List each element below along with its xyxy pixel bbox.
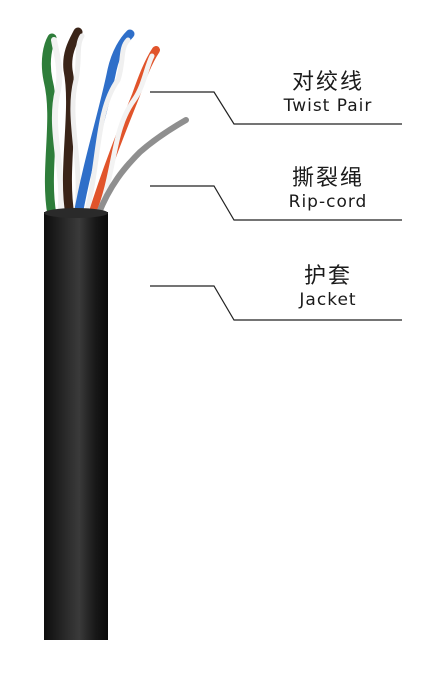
jacket-leader bbox=[150, 285, 402, 321]
orange-white-wire bbox=[95, 53, 155, 218]
blue-wire bbox=[73, 29, 135, 220]
jacket-en: Jacket bbox=[299, 290, 357, 310]
jacket bbox=[44, 208, 108, 640]
rip-cord-zh: 撕裂绳 bbox=[291, 166, 364, 191]
leader-lines bbox=[150, 91, 402, 321]
twist-pair-leader bbox=[150, 91, 402, 125]
rip-cord-en: Rip-cord bbox=[288, 192, 368, 212]
rip-cord-leader bbox=[150, 185, 402, 221]
jacket-zh: 护套 bbox=[303, 264, 352, 289]
twisted-pair-wires bbox=[41, 27, 189, 220]
twist-pair-zh: 对绞线 bbox=[291, 70, 364, 95]
green-white-wire bbox=[51, 37, 65, 218]
green-wire bbox=[41, 33, 57, 220]
rip-cord-label: 撕裂绳 Rip-cord bbox=[258, 166, 398, 212]
jacket-label: 护套 Jacket bbox=[258, 264, 398, 310]
twist-pair-label: 对绞线 Twist Pair bbox=[258, 70, 398, 116]
twist-pair-en: Twist Pair bbox=[283, 96, 373, 116]
brown-white-wire bbox=[70, 33, 85, 218]
brown-wire bbox=[62, 27, 83, 220]
blue-white-wire bbox=[83, 37, 131, 218]
rip-cord bbox=[95, 117, 189, 218]
